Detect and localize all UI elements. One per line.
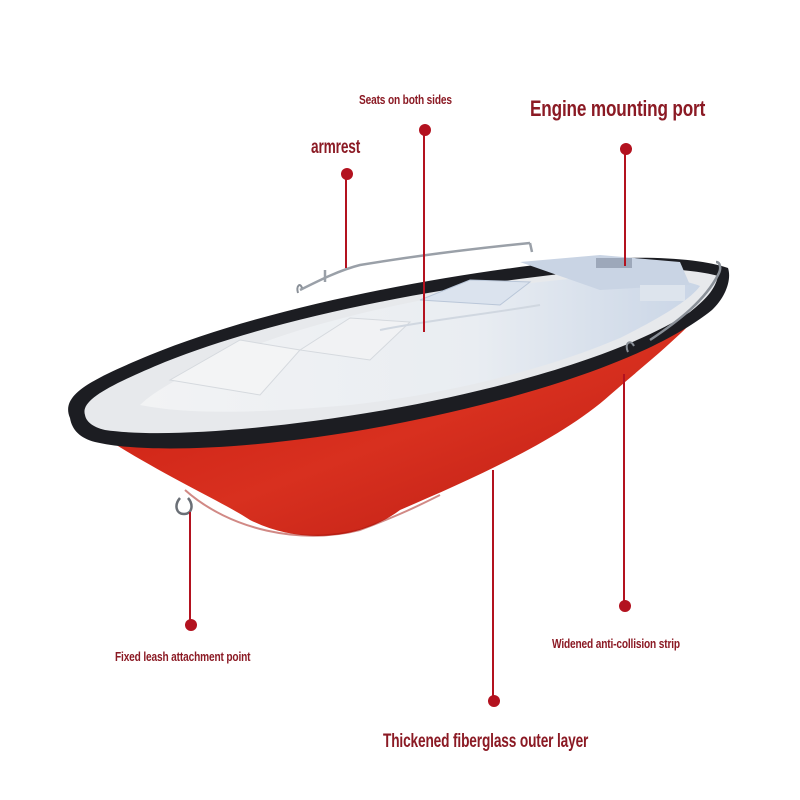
armrest-callout-dot xyxy=(341,168,353,180)
engine-callout-line xyxy=(624,149,626,266)
hull-icon xyxy=(78,285,725,537)
engine-callout-dot xyxy=(620,143,632,155)
armrest-label: armrest xyxy=(311,137,361,158)
seats-callout-dot xyxy=(419,124,431,136)
leash-callout-dot xyxy=(185,619,197,631)
collision-callout-dot xyxy=(619,600,631,612)
fiberglass-callout-line xyxy=(492,470,494,701)
collision-label: Widened anti-collision strip xyxy=(552,636,680,651)
armrest-callout-line xyxy=(345,174,347,268)
engine-label: Engine mounting port xyxy=(530,96,706,121)
leash-callout-line xyxy=(189,512,191,625)
leash-ring-icon xyxy=(175,497,193,516)
interior-deck-icon xyxy=(140,276,700,412)
collision-callout-line xyxy=(623,374,625,606)
leash-label: Fixed leash attachment point xyxy=(115,649,251,664)
seats-label: Seats on both sides xyxy=(359,92,452,107)
engine-port-icon xyxy=(596,258,632,268)
railing-icon xyxy=(299,241,531,292)
seats-callout-line xyxy=(423,130,425,332)
fiberglass-callout-dot xyxy=(488,695,500,707)
fiberglass-label: Thickened fiberglass outer layer xyxy=(383,731,589,752)
